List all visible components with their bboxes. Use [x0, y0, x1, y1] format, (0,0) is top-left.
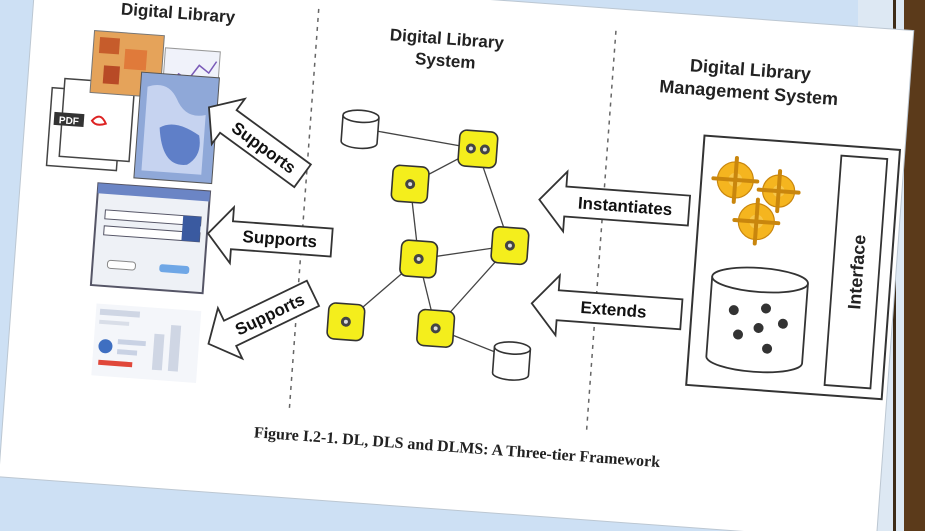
component-node [416, 308, 456, 348]
extends-arrow: Extends [530, 272, 684, 338]
component-node [399, 239, 439, 279]
heading-dls-line2: System [414, 49, 476, 72]
supports-arrow-middle: Supports [206, 204, 334, 266]
document-stack: PDF [45, 77, 136, 172]
component-node-double [457, 129, 499, 169]
repository-database-icon [705, 266, 809, 374]
web-form-thumbnail [89, 182, 212, 295]
component-node [490, 226, 530, 266]
dlms-box: Interface [685, 134, 902, 401]
database-icon [340, 109, 380, 150]
divider-left [288, 8, 320, 408]
database-icon [491, 341, 532, 381]
pdf-badge [53, 111, 85, 128]
wooden-frame-edge [904, 0, 925, 531]
svg-text:Extends: Extends [580, 298, 647, 322]
divider-right [585, 30, 617, 430]
interface-panel [823, 154, 889, 390]
component-node [390, 164, 430, 204]
satellite-thumbnail [133, 71, 220, 185]
component-node [326, 302, 366, 342]
instantiates-arrow: Instantiates [538, 169, 692, 234]
pdf-label: PDF [58, 115, 79, 127]
gears-icon [711, 155, 801, 246]
pdf-icon [90, 115, 108, 126]
dashboard-thumbnail [91, 303, 202, 383]
